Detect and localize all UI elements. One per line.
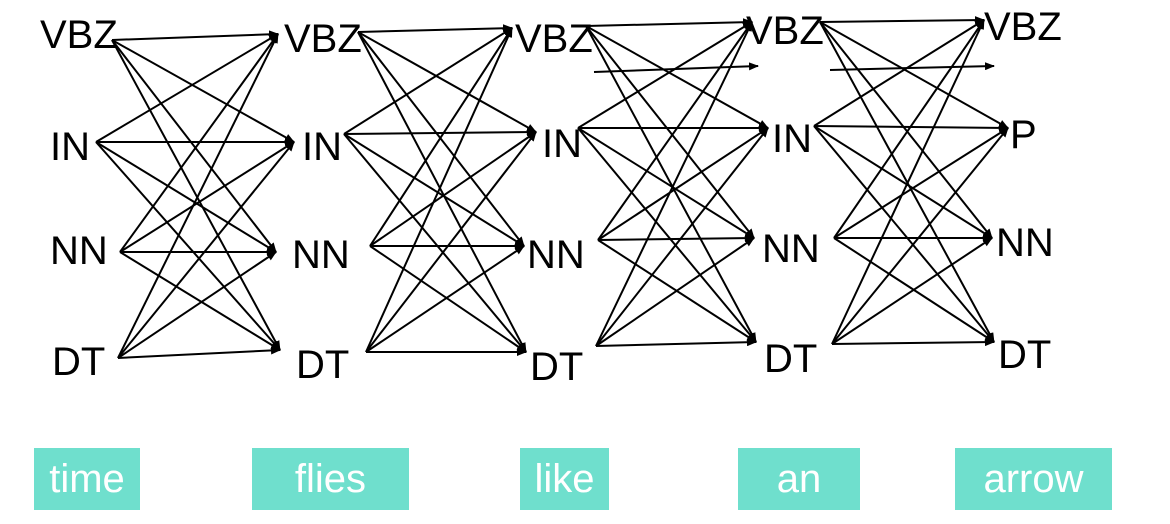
edge-flies-in-to-nn (343, 133, 525, 247)
edge-like-in-to-vbz (577, 21, 753, 129)
edge-time-dt-to-in (117, 141, 295, 359)
edge-like-vbz-to-dt (585, 25, 757, 343)
tag-like-vbz: VBZ (515, 17, 593, 61)
edge-like-vbz-to-in (585, 25, 769, 129)
edge-flies-nn-to-vbz (369, 27, 513, 247)
stray-arrow-2 (829, 62, 995, 71)
edge-time-dt-to-nn (117, 251, 277, 359)
edge-flies-nn-to-in (369, 131, 537, 247)
tag-like-in: IN (542, 122, 582, 166)
edge-an-in-to-dt (813, 125, 995, 343)
edge-time-nn-to-dt (119, 251, 281, 351)
edge-time-nn-to-in (119, 141, 295, 253)
edge-an-vbz-to-vbz (819, 16, 985, 25)
edge-time-in-to-nn (95, 141, 277, 253)
word-box-an: an (738, 448, 860, 510)
edge-time-dt-to-vbz (117, 33, 279, 359)
edge-an-nn-to-p (833, 127, 1009, 239)
word-box-time: time (34, 448, 140, 510)
edge-an-vbz-to-p (819, 21, 1009, 129)
edge-an-vbz-to-nn (819, 21, 993, 239)
tag-flies-vbz: VBZ (284, 17, 362, 61)
edge-like-vbz-to-vbz (585, 18, 753, 27)
tag-an-nn: NN (762, 227, 820, 271)
edge-flies-nn-to-dt (369, 245, 527, 353)
edge-flies-vbz-to-vbz (357, 24, 513, 33)
tag-an-in: IN (772, 117, 812, 161)
word-box-like: like (520, 448, 609, 510)
edge-time-vbz-to-nn (111, 39, 277, 253)
edge-an-dt-to-dt (831, 338, 995, 347)
edge-an-in-to-nn (813, 125, 993, 239)
tag-arrow-nn: NN (996, 221, 1054, 265)
edge-flies-dt-to-in (365, 131, 537, 353)
edge-an-nn-to-vbz (833, 19, 985, 239)
tag-time-in: IN (50, 125, 90, 169)
tag-an-vbz: VBZ (746, 9, 824, 53)
edge-flies-dt-to-nn (365, 245, 525, 353)
stray-arrow-1 (593, 62, 759, 73)
tag-time-nn: NN (50, 229, 108, 273)
tag-arrow-p: P (1010, 113, 1037, 157)
edge-time-vbz-to-in (111, 39, 295, 143)
edge-an-dt-to-nn (831, 237, 993, 345)
edge-time-vbz-to-vbz (111, 30, 279, 41)
tag-time-dt: DT (52, 340, 105, 384)
edge-time-nn-to-vbz (119, 33, 279, 253)
edge-like-dt-to-nn (595, 237, 755, 347)
tag-arrow-dt: DT (998, 333, 1051, 377)
edge-like-dt-to-in (595, 127, 769, 347)
edge-like-in-to-nn (577, 127, 755, 239)
transition-edges (95, 16, 1009, 359)
tag-like-nn: NN (527, 233, 585, 277)
edge-flies-in-to-vbz (343, 27, 513, 135)
edge-like-nn-to-nn (597, 234, 755, 243)
tag-flies-dt: DT (296, 343, 349, 387)
edge-flies-vbz-to-nn (357, 31, 525, 247)
tag-flies-nn: NN (292, 233, 350, 277)
edge-like-nn-to-in (597, 127, 769, 241)
edge-time-in-to-vbz (95, 33, 279, 143)
edge-flies-vbz-to-in (357, 31, 537, 133)
edge-flies-dt-to-vbz (365, 27, 513, 353)
edge-like-dt-to-vbz (595, 21, 753, 347)
edge-an-dt-to-vbz (831, 19, 985, 345)
edge-like-in-to-dt (577, 127, 757, 343)
edge-time-vbz-to-dt (111, 39, 281, 351)
edge-an-in-to-vbz (813, 19, 985, 127)
edge-like-nn-to-vbz (597, 21, 753, 241)
tag-flies-in: IN (302, 125, 342, 169)
tag-like-dt: DT (530, 345, 583, 389)
edge-flies-in-to-in (343, 128, 537, 137)
edge-like-vbz-to-nn (585, 25, 755, 239)
word-box-flies: flies (252, 448, 409, 510)
tag-time-vbz: VBZ (40, 13, 118, 57)
tag-arrow-vbz: VBZ (984, 5, 1062, 49)
edge-flies-vbz-to-dt (357, 31, 527, 353)
edge-time-dt-to-dt (117, 346, 281, 359)
tag-an-dt: DT (764, 337, 817, 381)
edge-time-in-to-dt (95, 141, 281, 351)
edge-like-dt-to-dt (595, 338, 757, 347)
edge-flies-in-to-dt (343, 133, 527, 353)
edge-an-dt-to-p (831, 127, 1009, 345)
word-box-arrow: arrow (955, 448, 1112, 510)
